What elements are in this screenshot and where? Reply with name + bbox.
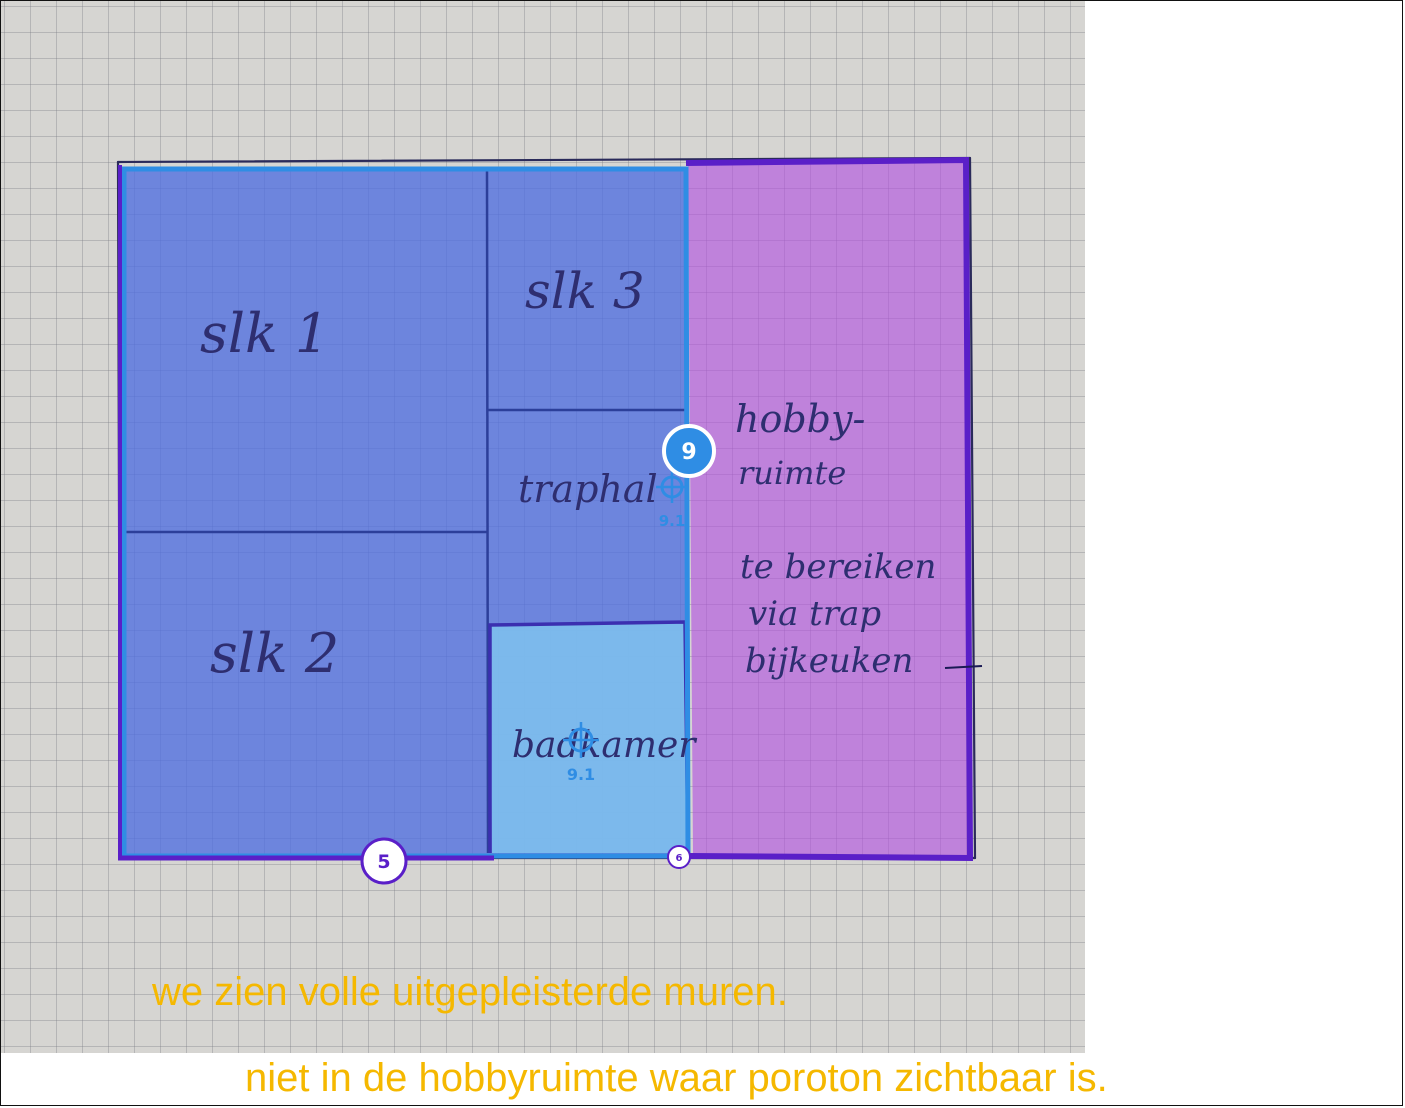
- room-label-hobby-line2: ruimte: [738, 454, 846, 492]
- caption-line-2: niet in de hobbyruimte waar poroton zich…: [245, 1056, 1108, 1100]
- room-label-hobby-line3: te bereiken: [740, 547, 936, 587]
- room-label-slk1: slk 1: [200, 302, 329, 365]
- room-label-hobby-line4: via trap: [748, 594, 881, 634]
- sketch-right-wall: [968, 156, 977, 860]
- badge-label: 6: [676, 853, 683, 864]
- badge-label: 5: [377, 851, 390, 873]
- zone-hobbyruimte[interactable]: [688, 160, 970, 858]
- marker-label-traphal: 9.1: [659, 512, 686, 530]
- crosshair-marker-badkamer[interactable]: 9.1: [563, 722, 599, 784]
- room-label-hobby-line5: bijkeuken: [745, 641, 913, 681]
- floor-plan-drawing: slk 1 slk 2 slk 3 traphal badkamer hobby…: [116, 156, 983, 885]
- room-label-slk2: slk 2: [210, 622, 339, 685]
- badge-circle: [667, 845, 691, 869]
- marker-label-badkamer: 9.1: [567, 765, 595, 784]
- hobby-underline: [944, 665, 983, 669]
- badge-label: 9: [681, 440, 696, 465]
- caption-line-1: we zien volle uitgepleisterde muren.: [152, 970, 788, 1014]
- zone-hobbyruimte-outline: [685, 156, 974, 862]
- badge-9[interactable]: 9: [662, 424, 716, 478]
- room-label-traphal: traphal: [518, 467, 658, 511]
- wall-slk-divider: [485, 169, 490, 854]
- room-label-slk3: slk 3: [525, 262, 645, 320]
- zone-badkamer[interactable]: [490, 622, 688, 853]
- badge-circle: [662, 424, 716, 478]
- badge-6[interactable]: 6: [667, 845, 691, 869]
- room-label-hobby-line1: hobby-: [735, 397, 865, 441]
- floor-plan-photo: slk 1 slk 2 slk 3 traphal badkamer hobby…: [0, 0, 1085, 1053]
- badge-circle: [360, 837, 408, 885]
- zone-main-outline: [121, 166, 691, 859]
- room-label-badkamer: badkamer: [512, 725, 697, 766]
- crosshair-marker-traphal[interactable]: 9.1: [656, 471, 688, 530]
- badge-5[interactable]: 5: [360, 837, 408, 885]
